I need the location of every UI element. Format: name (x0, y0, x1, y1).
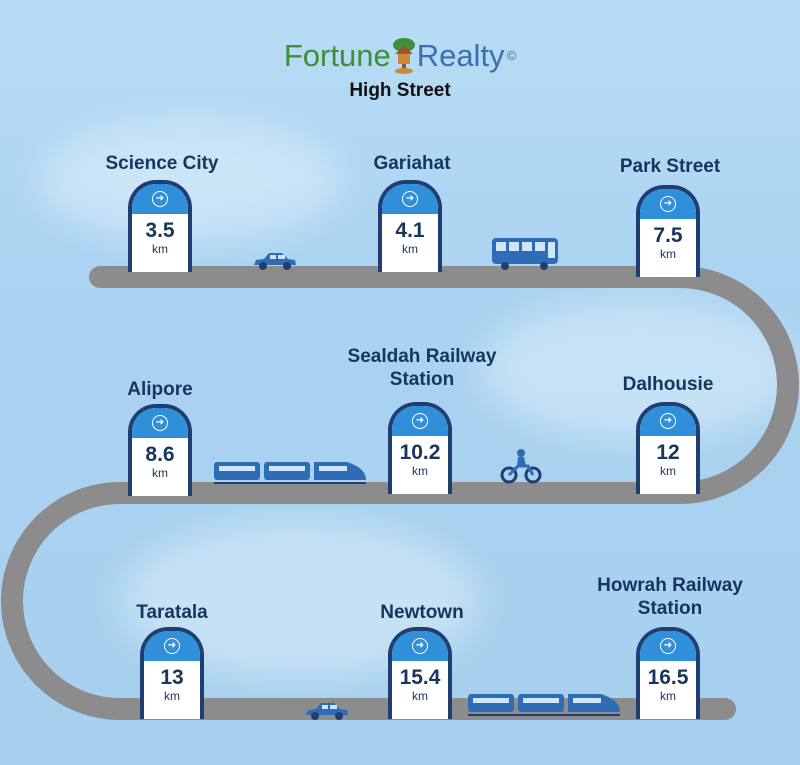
stop-name-newtown: Newtown (380, 602, 464, 623)
distance-unit: km (660, 689, 676, 703)
copyright-mark: © (506, 48, 517, 63)
distance-unit: km (164, 689, 180, 703)
distance-value: 4.1 (395, 219, 425, 242)
brand-header: Fortune Realty © High Street (0, 38, 800, 102)
arrow-icon: ➔ (660, 413, 676, 429)
distance-unit: km (660, 464, 676, 478)
stop-name-howrah-railway-station: Howrah Railway Station (597, 575, 743, 619)
distance-pin-taratala: ➔ 13 km (140, 627, 204, 719)
bus-icon (492, 238, 558, 270)
distance-unit: km (402, 242, 418, 256)
distance-value: 8.6 (145, 443, 175, 466)
distance-value: 16.5 (647, 666, 689, 689)
distance-pin-park-street: ➔ 7.5 km (636, 185, 700, 277)
stop-name-science-city: Science City (105, 153, 219, 174)
arrow-icon: ➔ (660, 638, 676, 654)
stop-name-dalhousie: Dalhousie (622, 374, 714, 395)
train-icon (214, 462, 366, 484)
distance-value: 15.4 (399, 666, 441, 689)
arrow-icon: ➔ (164, 638, 180, 654)
distance-pin-sealdah-railway-station: ➔ 10.2 km (388, 402, 452, 494)
arrow-icon: ➔ (412, 413, 428, 429)
distance-pin-alipore: ➔ 8.6 km (128, 404, 192, 496)
brand-name-part2: Realty (416, 38, 505, 73)
distance-value: 13 (160, 666, 184, 689)
motorbike-icon (500, 449, 542, 484)
distance-unit: km (412, 689, 428, 703)
distance-pin-gariahat: ➔ 4.1 km (378, 180, 442, 272)
stop-name-sealdah-railway-station: Sealdah Railway Station (347, 346, 497, 390)
distance-unit: km (152, 466, 168, 480)
stop-name-taratala: Taratala (136, 602, 208, 623)
distance-unit: km (152, 242, 168, 256)
car-icon (254, 253, 296, 270)
distance-unit: km (412, 464, 428, 478)
car-icon (306, 703, 348, 720)
distance-value: 7.5 (653, 224, 683, 247)
stop-name-park-street: Park Street (619, 156, 721, 177)
distance-value: 12 (656, 441, 680, 464)
page-subtitle: High Street (349, 80, 451, 101)
distance-pin-howrah-railway-station: ➔ 16.5 km (636, 627, 700, 719)
arrow-icon: ➔ (412, 638, 428, 654)
distance-pin-science-city: ➔ 3.5 km (128, 180, 192, 272)
house-tree-icon (392, 38, 416, 74)
stop-name-gariahat: Gariahat (373, 153, 451, 174)
distance-pin-dalhousie: ➔ 12 km (636, 402, 700, 494)
arrow-icon: ➔ (152, 415, 168, 431)
distance-pin-newtown: ➔ 15.4 km (388, 627, 452, 719)
stop-name-alipore: Alipore (127, 379, 193, 400)
arrow-icon: ➔ (660, 196, 676, 212)
distance-value: 3.5 (145, 219, 175, 242)
train-icon (468, 694, 620, 716)
arrow-icon: ➔ (152, 191, 168, 207)
brand-name-part1: Fortune (283, 38, 391, 73)
brand-logo: Fortune Realty © (284, 38, 516, 74)
arrow-icon: ➔ (402, 191, 418, 207)
distance-value: 10.2 (399, 441, 441, 464)
distance-unit: km (660, 247, 676, 261)
